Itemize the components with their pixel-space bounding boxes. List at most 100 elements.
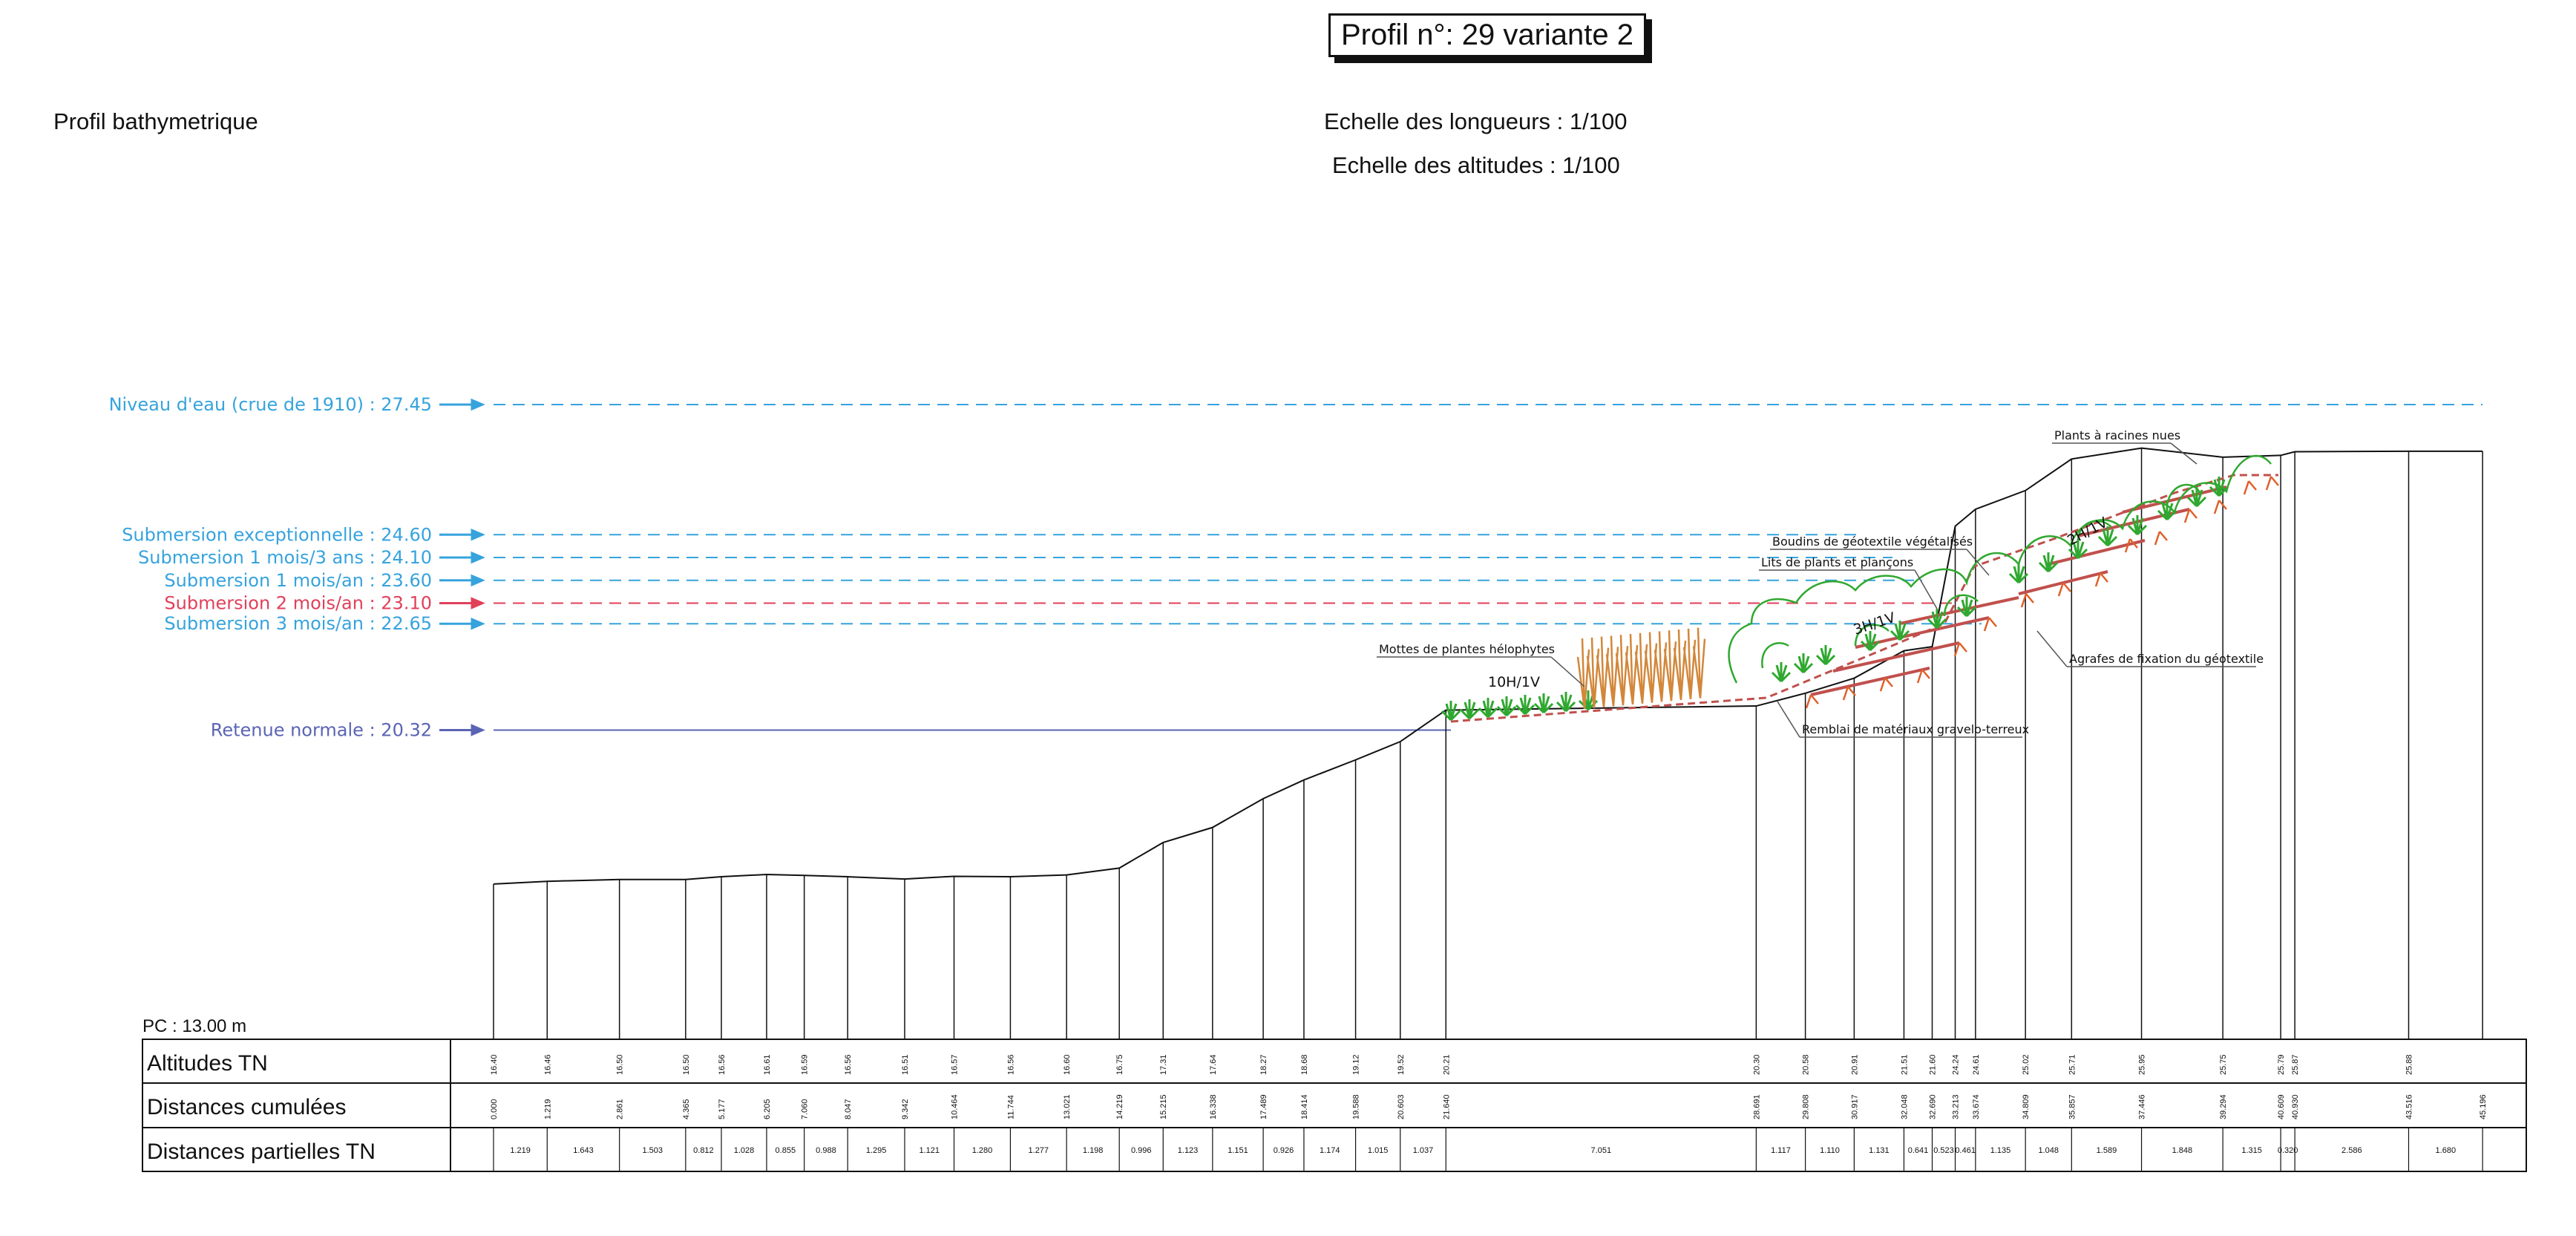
pc-label: PC : 13.00 m — [142, 1016, 246, 1036]
stake — [1916, 669, 1930, 684]
partial-value: 1.028 — [734, 1146, 755, 1155]
altitude-value: 25.71 — [2068, 1054, 2077, 1075]
vegetation-canopy — [1728, 454, 2272, 684]
stake — [1879, 677, 1893, 692]
partial-value: 1.135 — [1990, 1146, 2011, 1155]
stake — [2183, 509, 2198, 523]
reed-stem — [1673, 629, 1687, 701]
altitude-value: 16.51 — [901, 1054, 910, 1075]
cumulated-value: 39.294 — [2219, 1094, 2228, 1119]
altitude-value: 16.75 — [1115, 1054, 1124, 1075]
partial-value: 1.503 — [642, 1146, 663, 1155]
cumulated-value: 5.177 — [718, 1099, 727, 1119]
partial-value: 7.051 — [1591, 1146, 1612, 1155]
plant-tuft — [1533, 693, 1554, 714]
plant-tuft — [1927, 609, 1947, 630]
stake — [1983, 617, 1997, 632]
cumulated-value: 28.691 — [1752, 1094, 1761, 1119]
cumulated-value: 33.213 — [1952, 1094, 1961, 1119]
altitude-value: 16.61 — [763, 1054, 772, 1075]
partial-value: 1.295 — [866, 1146, 887, 1155]
cumulated-value: 19.588 — [1352, 1094, 1361, 1119]
annotation-plants-racines-nues: Plants à racines nues — [2054, 428, 2180, 442]
stake — [2213, 500, 2227, 514]
partial-value: 1.015 — [1368, 1146, 1389, 1155]
partial-value: 1.037 — [1413, 1146, 1434, 1155]
partial-value: 0.461 — [1955, 1146, 1976, 1155]
altitude-value: 17.64 — [1209, 1054, 1218, 1075]
cumulated-value: 32.690 — [1929, 1094, 1938, 1119]
partial-value: 1.123 — [1178, 1146, 1199, 1155]
cumulated-value: 35.857 — [2068, 1094, 2077, 1119]
level-label-1-mois-an: Submersion 1 mois/an : 23.60 — [164, 570, 432, 591]
partial-value: 1.151 — [1228, 1146, 1248, 1155]
reed-stem — [1692, 627, 1706, 699]
plant-tuft — [1815, 645, 1836, 666]
plant-tuft — [2186, 487, 2207, 508]
cumulated-value: 29.808 — [1802, 1094, 1811, 1119]
cumulated-value: 43.516 — [2405, 1094, 2413, 1119]
cumulated-value: 20.603 — [1397, 1094, 1406, 1119]
cumulated-value: 14.219 — [1115, 1094, 1124, 1119]
partial-value: 1.315 — [2241, 1146, 2262, 1155]
row-label-altitudes: Altitudes TN — [147, 1051, 268, 1076]
cumulated-value: 30.917 — [1850, 1094, 1859, 1119]
stake — [2154, 531, 2168, 546]
reed-stem — [1663, 630, 1677, 702]
level-arrow-retenue-normale — [439, 724, 485, 736]
cumulated-value: 32.048 — [1900, 1094, 1909, 1119]
partial-value: 1.280 — [972, 1146, 993, 1155]
altitude-value: 16.56 — [718, 1054, 727, 1075]
reed-stem — [1605, 635, 1619, 707]
plant-tuft — [2008, 563, 2029, 584]
cumulated-value: 2.861 — [616, 1099, 625, 1119]
partial-value: 1.110 — [1820, 1146, 1840, 1155]
helophyte-reeds — [1576, 627, 1706, 710]
partial-value: 1.117 — [1771, 1146, 1791, 1155]
altitude-value: 16.57 — [951, 1054, 960, 1075]
reed-stem — [1596, 636, 1610, 707]
annotation-agrafes: Agrafes de fixation du géotextile — [2069, 652, 2264, 666]
partial-value: 1.131 — [1869, 1146, 1890, 1155]
cumulated-value: 40.609 — [2277, 1094, 2286, 1119]
cumulated-value: 18.414 — [1300, 1094, 1309, 1119]
cumulated-value: 6.205 — [763, 1099, 772, 1119]
altitude-value: 16.60 — [1063, 1054, 1072, 1075]
scale-lengths: Echelle des longueurs : 1/100 — [1324, 108, 1628, 134]
altitude-value: 16.50 — [682, 1054, 691, 1075]
altitude-value: 25.95 — [2138, 1054, 2147, 1075]
annotation-boudins-geotextile: Boudins de géotextile végétalisés — [1772, 534, 1973, 549]
altitude-value: 19.52 — [1397, 1054, 1406, 1075]
reed-stem — [1615, 635, 1629, 706]
annotation-remblai: Remblai de matériaux gravelo-terreux — [1802, 722, 2029, 736]
annotation-mottes-helophytes: Mottes de plantes hélophytes — [1379, 642, 1555, 656]
altitude-value: 21.51 — [1900, 1054, 1909, 1075]
partial-value: 0.641 — [1908, 1146, 1929, 1155]
reed-stem — [1682, 628, 1697, 699]
plant-tuft — [2038, 552, 2059, 573]
altitude-value: 16.59 — [801, 1054, 810, 1075]
cumulated-value: 45.196 — [2479, 1094, 2488, 1119]
altitude-value: 17.31 — [1159, 1054, 1168, 1075]
reed-stem — [1625, 633, 1639, 705]
altitude-value: 25.87 — [2291, 1054, 2300, 1075]
level-arrow-exceptionnelle — [439, 529, 485, 541]
partial-value: 1.198 — [1083, 1146, 1104, 1155]
bank-works — [1441, 454, 2279, 723]
level-arrow-crue-1910 — [439, 398, 485, 411]
cumulated-value: 11.744 — [1006, 1095, 1015, 1119]
level-arrow-2-mois-an — [439, 597, 485, 609]
green-plant-tufts — [1441, 477, 2229, 722]
cumulated-value: 33.674 — [1972, 1094, 1981, 1119]
level-label-1-mois-3-ans: Submersion 1 mois/3 ans : 24.10 — [138, 547, 432, 568]
partial-value: 0.320 — [2278, 1146, 2298, 1155]
level-label-crue-1910: Niveau d'eau (crue de 1910) : 27.45 — [109, 394, 432, 415]
stake — [2243, 480, 2257, 495]
level-arrow-1-mois-3-ans — [439, 551, 485, 564]
plant-tuft — [1441, 701, 1461, 722]
terrain-line — [493, 447, 2483, 885]
plant-tuft — [1478, 698, 1498, 719]
cumulated-value: 0.000 — [490, 1099, 499, 1119]
cumulated-value: 9.342 — [901, 1099, 910, 1119]
cumulated-value: 1.219 — [543, 1099, 552, 1119]
